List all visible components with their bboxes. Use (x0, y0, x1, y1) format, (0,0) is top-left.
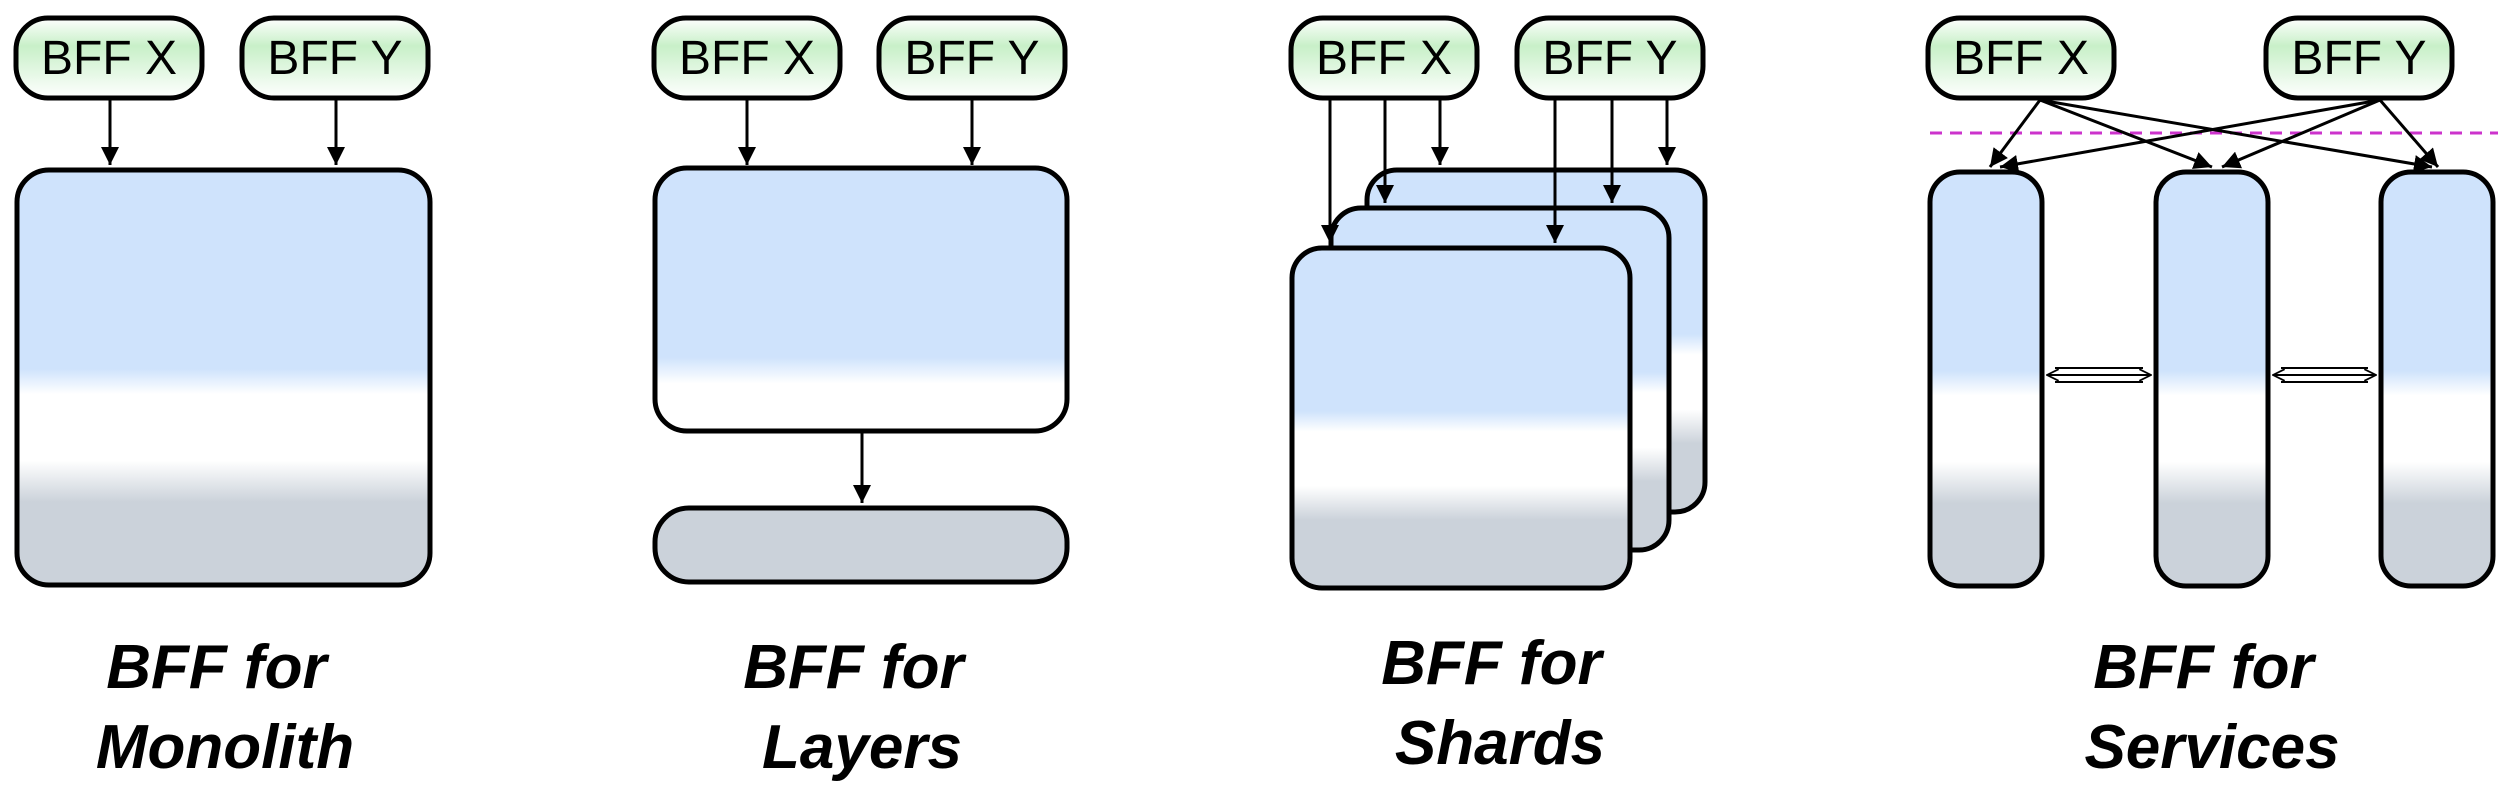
arrow (2221, 98, 2381, 169)
shard-box-front (1289, 245, 1633, 591)
bff-x-pill: BFF X (1288, 15, 1480, 101)
caption-monolith: BFF for Monolith (96, 633, 354, 782)
arrow (2039, 98, 2213, 169)
bff-y-pill: BFF Y (2263, 15, 2455, 101)
bff-y-label: BFF Y (1542, 32, 1677, 85)
bidirectional-arrow (2273, 367, 2376, 383)
bff-y-label: BFF Y (904, 32, 1039, 85)
bff-y-pill: BFF Y (1514, 15, 1706, 101)
panel-shards: BFF X BFF Y BFF for Shards (1288, 15, 1708, 778)
lower-layer-box (652, 505, 1070, 585)
arrow (2039, 98, 2433, 173)
bff-y-pill: BFF Y (239, 15, 431, 101)
bff-y-label: BFF Y (2291, 32, 2426, 85)
bidirectional-arrow (2047, 367, 2151, 383)
upper-layer-box (652, 165, 1070, 434)
bff-x-pill: BFF X (651, 15, 843, 101)
bff-x-pill: BFF X (13, 15, 205, 101)
bff-x-pill: BFF X (1925, 15, 2117, 101)
service-box-3 (2378, 169, 2496, 589)
bff-y-pill: BFF Y (876, 15, 1068, 101)
service-box-2 (2153, 169, 2271, 589)
bff-y-label: BFF Y (267, 32, 402, 85)
bff-x-label: BFF X (1953, 32, 2089, 85)
monolith-box (14, 167, 433, 588)
caption-shards: BFF for Shards (1381, 629, 1619, 778)
panel-layers: BFF X BFF Y BFF for Layers (651, 15, 1070, 782)
panel-services: BFF X BFF Y BFF for (1925, 15, 2498, 782)
arrow (1999, 98, 2381, 173)
arrow (2378, 99, 2440, 168)
bff-x-label: BFF X (41, 32, 177, 85)
bff-x-label: BFF X (1316, 32, 1452, 85)
caption-layers: BFF for Layers (743, 633, 981, 782)
panel-monolith: BFF X BFF Y BFF for Monolith (13, 15, 433, 782)
bff-x-label: BFF X (679, 32, 815, 85)
service-box-1 (1927, 169, 2045, 589)
caption-services: BFF for Services (2084, 633, 2339, 782)
arrow (1988, 99, 2042, 168)
